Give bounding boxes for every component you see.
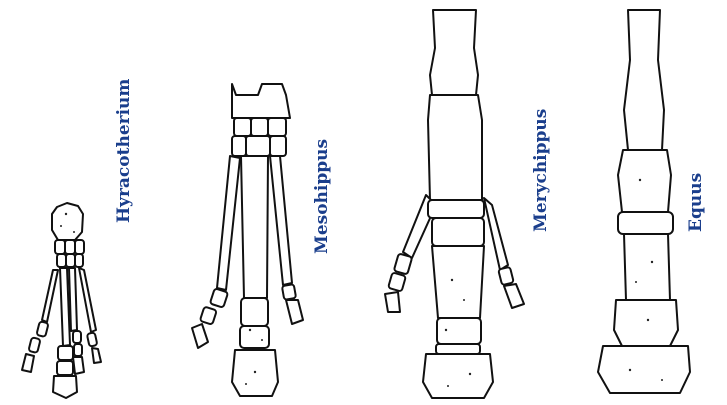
label-mesohippus: Mesohippus <box>312 139 332 254</box>
hyracotherium-foot <box>22 203 101 398</box>
label-equus: Equus <box>686 173 706 232</box>
merychippus-foot <box>385 10 524 398</box>
label-merychippus: Merychippus <box>531 109 551 232</box>
equus-foot <box>598 10 690 393</box>
label-hyracotherium: Hyracotherium <box>114 79 134 223</box>
mesohippus-foot <box>192 84 303 396</box>
